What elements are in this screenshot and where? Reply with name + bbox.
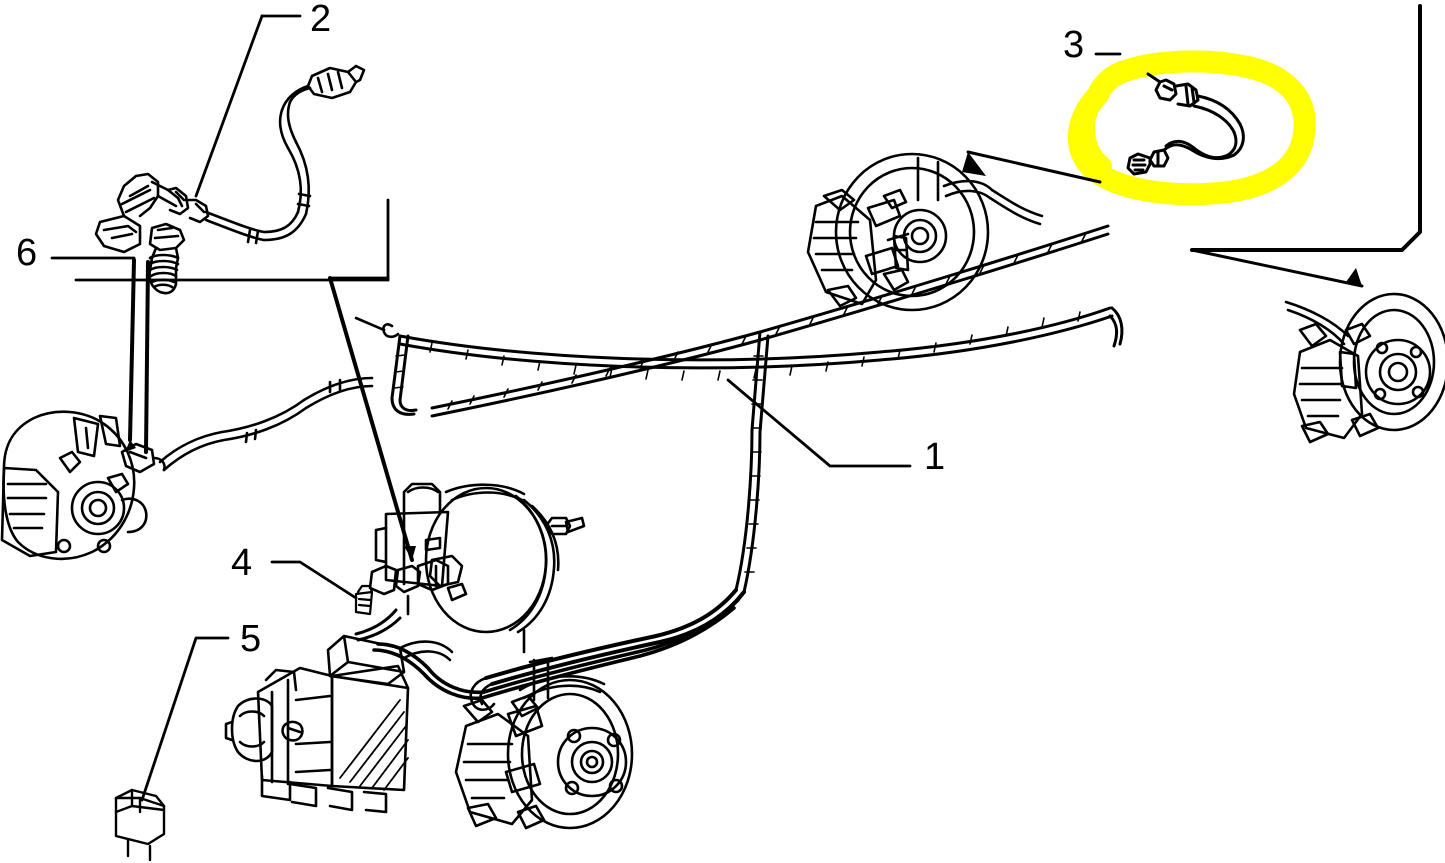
group-leader-lines-left [50, 14, 390, 454]
callout-number-1: 1 [924, 436, 946, 478]
rear-left-hub-assembly [0, 410, 166, 561]
abs-relay-bracket [114, 788, 166, 862]
front-hub-brake-disc [454, 656, 634, 830]
callout-number-3: 3 [1063, 24, 1085, 66]
abs-wheel-speed-sensor-detail [94, 64, 366, 254]
upper-right-hub-assembly [1284, 292, 1445, 444]
callout-number-4: 4 [231, 542, 253, 584]
rear-right-hub-assembly [806, 152, 1044, 312]
callout-number-5: 5 [240, 618, 262, 660]
highlighted-brake-hose [1126, 72, 1245, 176]
callout-number-6: 6 [16, 232, 38, 274]
callout-number-2: 2 [310, 0, 332, 40]
brake-booster-master-cylinder [368, 482, 586, 654]
brake-fluid-level-switch [354, 584, 374, 616]
yellow-highlight-ellipse [1067, 50, 1316, 206]
abs-hydraulic-unit [224, 634, 454, 814]
